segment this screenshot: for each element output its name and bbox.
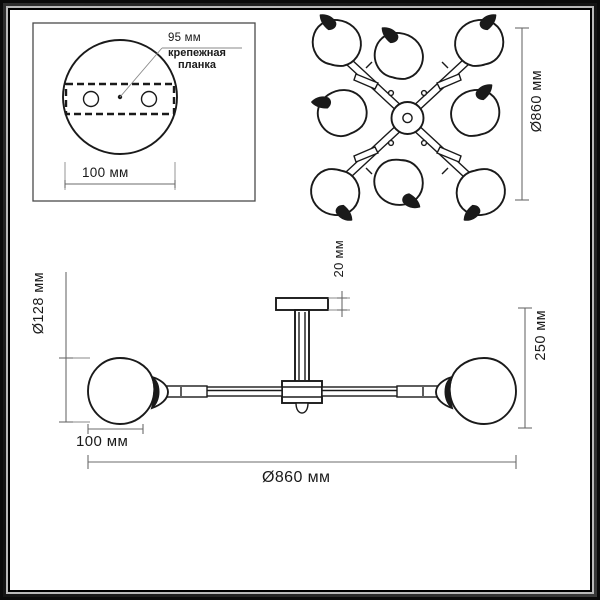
label-bracket-width: 95 мм	[168, 32, 201, 44]
dim-total-height-250	[518, 307, 532, 429]
side-view	[59, 272, 532, 469]
technical-drawing-svg: .o { fill:none; stroke:#1a1a1a; stroke-w…	[32, 12, 532, 469]
shade-top-1	[304, 12, 369, 74]
dim-base-100mm	[64, 162, 176, 190]
mount-detail-inset	[32, 22, 256, 202]
dim-shade-offset-100	[87, 424, 144, 434]
top-view-arms	[331, 46, 484, 190]
side-shade-right	[435, 357, 517, 425]
canopy-plate	[275, 297, 329, 311]
shade-top-3	[447, 12, 512, 74]
shade-top-7	[369, 154, 429, 210]
dim-shade-diameter-128	[59, 272, 90, 423]
shade-top-5	[443, 82, 508, 144]
drawing-canvas: .o { fill:none; stroke:#1a1a1a; stroke-w…	[10, 10, 590, 590]
label-total-height: 250 мм	[533, 310, 549, 361]
side-shade-left	[87, 357, 169, 425]
center-body	[281, 380, 323, 404]
screw-hole-left	[82, 90, 100, 108]
label-top-view-diameter: Ø860 мм	[529, 70, 545, 133]
top-view	[303, 12, 529, 223]
label-mounting-bracket: крепежная планка	[152, 47, 242, 71]
screw-hole-right	[140, 90, 158, 108]
center-stem	[294, 309, 310, 383]
dim-overall-diameter-860	[87, 455, 517, 469]
bottom-knob	[295, 402, 309, 414]
dim-canopy-thickness-20	[328, 291, 350, 317]
label-canopy-thickness: 20 мм	[331, 240, 346, 278]
mounting-bracket-outline	[64, 82, 176, 116]
shade-top-2	[366, 25, 431, 87]
label-side-view-diameter: Ø860 мм	[262, 469, 331, 486]
label-shade-offset: 100 мм	[76, 433, 129, 450]
shade-top-4	[310, 82, 374, 144]
dim-top-diameter-860	[515, 27, 529, 201]
label-mounting-bracket-line1: крепежная	[168, 47, 226, 59]
label-base-diameter: 100 мм	[82, 165, 129, 180]
label-shade-diameter: Ø128 мм	[31, 272, 47, 335]
top-view-hub-center	[402, 112, 413, 124]
label-mounting-bracket-line2: планка	[177, 58, 217, 71]
leader-line	[119, 47, 163, 98]
